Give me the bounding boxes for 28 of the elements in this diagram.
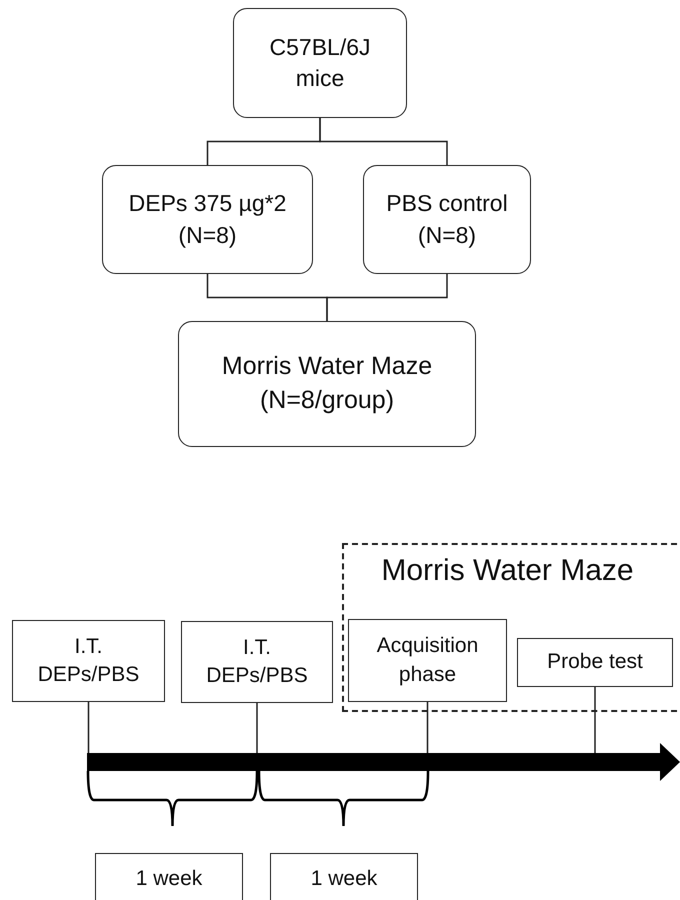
process-box — [178, 321, 476, 447]
node-label: Probe test — [547, 649, 643, 676]
process-box — [363, 165, 531, 274]
connector-line — [326, 274, 448, 321]
phase-group-box — [342, 543, 680, 712]
node-label: I.T. DEPs/PBS — [205, 634, 309, 689]
leader-line — [88, 702, 90, 753]
group-title: Morris Water Maze — [381, 553, 634, 589]
node-label: C57BL/6J mice — [270, 32, 371, 93]
event-box — [517, 638, 673, 687]
event-box — [181, 621, 333, 703]
event-box — [348, 619, 507, 702]
leader-line — [594, 687, 596, 753]
connector-line — [319, 118, 448, 165]
node-label: DEPs 375 µg*2 (N=8) — [128, 189, 288, 250]
duration-box — [95, 853, 243, 900]
node-label: 1 week — [310, 866, 378, 892]
event-box — [12, 620, 165, 702]
leader-line — [256, 703, 258, 753]
node-label: Morris Water Maze (N=8/group) — [220, 351, 434, 416]
leader-line — [426, 702, 428, 753]
node-label: Acquisition phase — [376, 633, 480, 688]
node-label: PBS control (N=8) — [385, 189, 509, 250]
process-box — [102, 165, 313, 274]
node-label: 1 week — [136, 866, 202, 892]
node-label: I.T. DEPs/PBS — [36, 634, 140, 688]
duration-box — [270, 853, 418, 900]
process-box — [233, 8, 407, 118]
